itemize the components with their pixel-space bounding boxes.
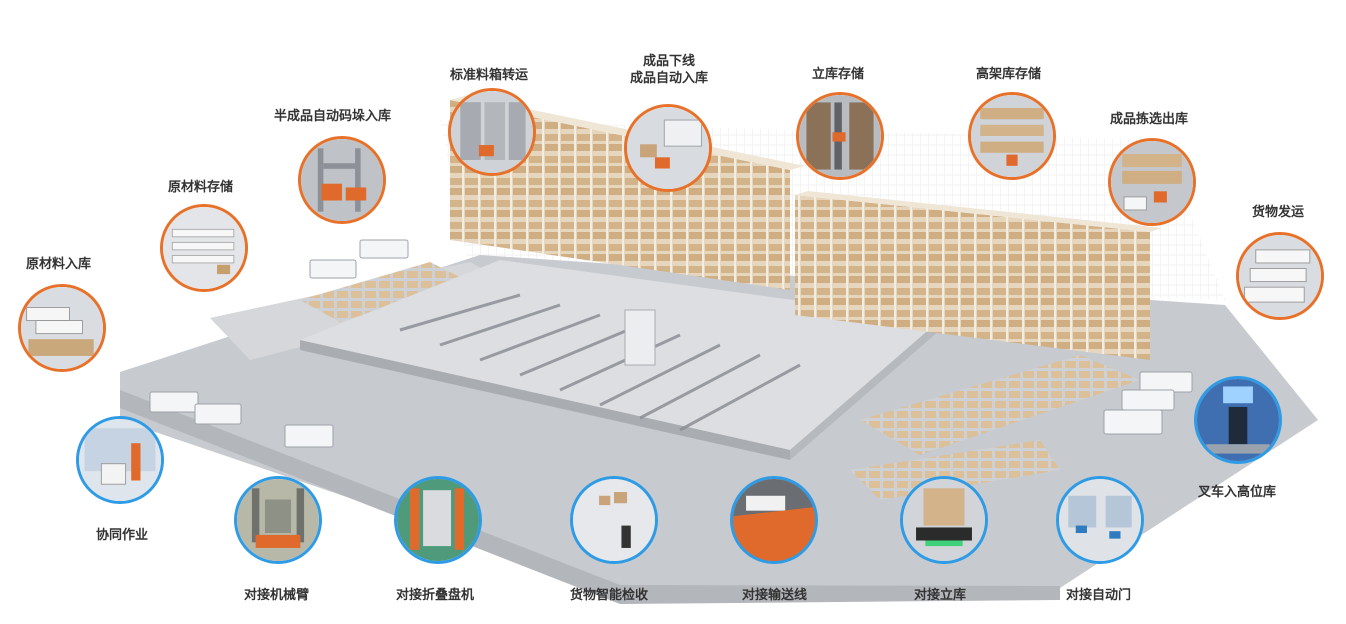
conveyor-rows xyxy=(399,293,801,432)
station-shipping[interactable] xyxy=(1236,232,1324,320)
label-raw-storage: 原材料存储 xyxy=(168,180,234,195)
tote-shelving-icon xyxy=(451,91,533,173)
mezzanine-platform xyxy=(300,260,940,450)
asrs-dock-icon xyxy=(903,479,985,561)
pallet-area-left xyxy=(300,262,470,322)
truck-group-right xyxy=(1103,371,1193,435)
forklift-icon xyxy=(1197,379,1279,461)
label-auto-door: 对接自动门 xyxy=(1066,588,1132,603)
stacker-crane-icon xyxy=(799,95,881,177)
pallet-folder-icon xyxy=(397,479,479,561)
label-raw-inbound: 原材料入库 xyxy=(26,257,92,272)
label-tote-transport: 标准料箱转运 xyxy=(450,68,529,83)
high-rack-icon xyxy=(971,95,1053,177)
label-pallet-folder: 对接折叠盘机 xyxy=(396,588,475,603)
collaboration-icon xyxy=(79,419,161,501)
robot-arm-icon xyxy=(237,479,319,561)
label-smart-inspect: 货物智能检收 xyxy=(570,588,649,603)
mezzanine-edge xyxy=(300,340,790,460)
station-tote-transport[interactable] xyxy=(448,88,536,176)
station-finished-line[interactable] xyxy=(624,104,712,192)
station-raw-inbound[interactable] xyxy=(18,284,106,372)
station-dock-asrs[interactable] xyxy=(900,476,988,564)
label-robot-arm: 对接机械臂 xyxy=(244,588,310,603)
station-smart-inspect[interactable] xyxy=(570,476,658,564)
mezzanine-side xyxy=(790,320,940,460)
rack-block-right xyxy=(795,195,1150,360)
conveyor-icon xyxy=(733,479,815,561)
label-conveyor: 对接输送线 xyxy=(742,588,808,603)
label-collab: 协同作业 xyxy=(96,528,149,543)
label-vertical-storage: 立库存储 xyxy=(812,67,865,82)
label-finished-line: 成品下线 成品自动入库 xyxy=(626,53,712,87)
picking-icon xyxy=(1111,141,1193,223)
truck-group-left xyxy=(149,239,409,448)
station-raw-storage[interactable] xyxy=(160,204,248,292)
label-shipping: 货物发运 xyxy=(1252,205,1305,220)
rack-block-right-top xyxy=(795,191,1162,232)
station-conveyor[interactable] xyxy=(730,476,818,564)
shipping-trucks-icon xyxy=(1239,235,1321,317)
rack-block-left xyxy=(450,100,790,290)
label-high-rack: 高架库存储 xyxy=(976,67,1042,82)
central-lift xyxy=(624,309,656,366)
station-collab[interactable] xyxy=(76,416,164,504)
station-vertical-storage[interactable] xyxy=(796,92,884,180)
label-dock-asrs: 对接立库 xyxy=(914,588,967,603)
station-semi-stack[interactable] xyxy=(298,136,386,224)
auto-door-icon xyxy=(1059,479,1141,561)
station-forklift-high[interactable] xyxy=(1194,376,1282,464)
trucks-pallets-icon xyxy=(21,287,103,369)
pallet-area-right xyxy=(860,355,1140,455)
station-pallet-folder[interactable] xyxy=(394,476,482,564)
stacking-robot-icon xyxy=(301,139,383,221)
label-finished-line-1: 成品下线 xyxy=(642,54,695,69)
pallet-area-front xyxy=(850,440,1060,500)
label-semi-stack: 半成品自动码垛入库 xyxy=(274,109,392,124)
station-high-rack[interactable] xyxy=(968,92,1056,180)
inspection-icon xyxy=(573,479,655,561)
pallet-rows-icon xyxy=(163,207,245,289)
label-forklift-high: 叉车入高位库 xyxy=(1198,485,1277,500)
station-picking-out[interactable] xyxy=(1108,138,1196,226)
label-picking-out: 成品拣选出库 xyxy=(1110,112,1189,127)
station-auto-door[interactable] xyxy=(1056,476,1144,564)
finished-goods-icon xyxy=(627,107,709,189)
station-robot-arm[interactable] xyxy=(234,476,322,564)
label-finished-line-2: 成品自动入库 xyxy=(629,71,708,86)
